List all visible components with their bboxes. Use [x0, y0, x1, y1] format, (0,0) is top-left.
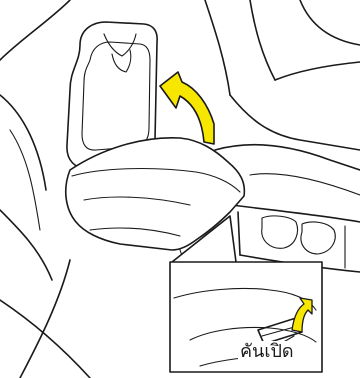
release-lever-label: คันเปิด: [238, 341, 296, 363]
open-direction-arrow: [160, 72, 214, 144]
